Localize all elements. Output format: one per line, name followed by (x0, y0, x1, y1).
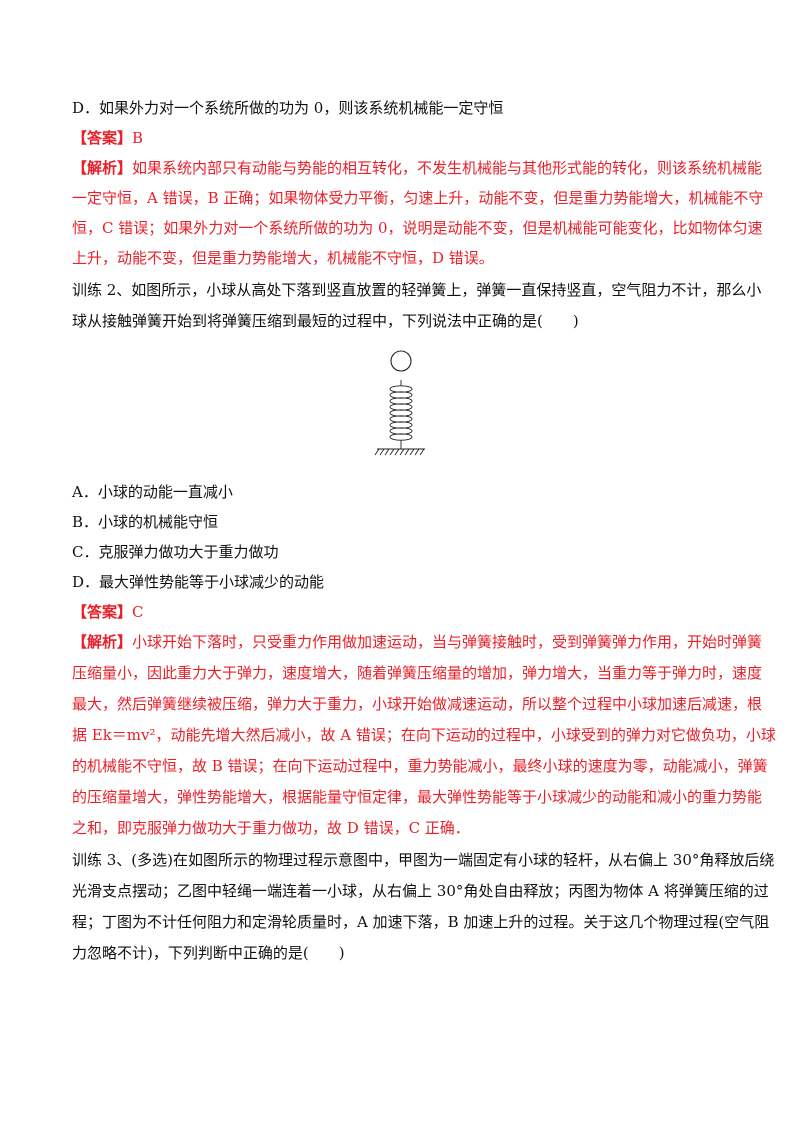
q2-answer-label: 【答案】 (72, 603, 133, 621)
q1-analysis-line-4: 上升，动能不变，但是重力势能增大，机械能不守恒，D 错误。 (72, 249, 494, 267)
q1-analysis-text: 如果系统内部只有动能与势能的相互转化，不发生机械能与其他形式能的转化，则该系统机… (132, 159, 763, 177)
spring-ball-diagram (374, 350, 425, 456)
q1-analysis-line-2: 一定守恒，A 错误，B 正确；如果物体受力平衡，匀速上升，动能不变，但是重力势能… (72, 189, 764, 207)
q1-option-d: D．如果外力对一个系统所做的功为 0，则该系统机械能一定守恒 (72, 99, 504, 117)
q2-analysis-line-1: 【解析】小球开始下落时，只受重力作用做加速运动，当与弹簧接触时，受到弹簧弹力作用… (72, 632, 762, 652)
q1-analysis-line-3: 恒，C 错误；如果外力对一个系统所做的功为 0，说明是动能不变，但是机械能可能变… (72, 219, 763, 237)
q2-analysis-text: 小球开始下落时，只受重力作用做加速运动，当与弹簧接触时，受到弹簧弹力作用，开始时… (132, 633, 763, 651)
q3-stem-line-4: 力忽略不计)，下列判断中正确的是( ) (72, 944, 345, 962)
q2-answer-value: C (132, 603, 144, 621)
q2-option-b: B．小球的机械能守恒 (72, 513, 219, 531)
q2-stem-line-1: 训练 2、如图所示，小球从高处下落到竖直放置的轻弹簧上，弹簧一直保持竖直，空气阻… (72, 281, 762, 299)
q2-analysis-line-4: 据 Ek＝mv²，动能先增大然后减小，故 A 错误；在向下运动的过程中，小球受到… (72, 726, 776, 744)
q2-analysis-label: 【解析】 (72, 633, 133, 651)
q1-analysis-line-1: 【解析】如果系统内部只有动能与势能的相互转化，不发生机械能与其他形式能的转化，则… (72, 158, 762, 178)
q3-stem-line-1: 训练 3、(多选)在如图所示的物理过程示意图中，甲图为一端固定有小球的轻杆，从右… (72, 851, 775, 869)
q2-stem-line-2: 球从接触弹簧开始到将弹簧压缩到最短的过程中，下列说法中正确的是( ) (72, 312, 579, 330)
q3-stem-line-3: 程；丁图为不计任何阻力和定滑轮质量时，A 加速下落，B 加速上升的过程。关于这几… (72, 913, 770, 931)
q1-answer-label: 【答案】 (72, 129, 133, 147)
q2-option-c: C．克服弹力做功大于重力做功 (72, 543, 279, 561)
q2-option-a: A．小球的动能一直减小 (72, 483, 233, 501)
q2-option-d: D．最大弹性势能等于小球减少的动能 (72, 573, 325, 591)
q2-answer: 【答案】C (72, 602, 144, 622)
q1-analysis-label: 【解析】 (72, 159, 133, 177)
q3-stem-line-2: 光滑支点摆动；乙图中轻绳一端连着一小球，从右偏上 30°角处自由释放；丙图为物体… (72, 882, 769, 900)
q2-analysis-line-5: 的机械能不守恒，故 B 错误；在向下运动过程中，重力势能减小，最终小球的速度为零… (72, 757, 768, 775)
q2-analysis-line-3: 最大，然后弹簧继续被压缩，弹力大于重力，小球开始做减速运动，所以整个过程中小球加… (72, 695, 763, 713)
spring-ball-figure (370, 346, 430, 461)
ball (390, 350, 412, 372)
ground (374, 448, 425, 456)
spring (389, 380, 413, 449)
q1-answer-value: B (132, 129, 144, 147)
q2-analysis-line-6: 的压缩量增大，弹性势能增大，根据能量守恒定律，最大弹性势能等于小球减少的动能和减… (72, 788, 763, 806)
q2-analysis-line-7: 之和，即克服弹力做功大于重力做功，故 D 错误，C 正确． (72, 819, 470, 837)
q2-analysis-line-2: 压缩量小，因此重力大于弹力，速度增大，随着弹簧压缩量的增加，弹力增大，当重力等于… (72, 664, 763, 682)
q1-answer: 【答案】B (72, 128, 143, 148)
